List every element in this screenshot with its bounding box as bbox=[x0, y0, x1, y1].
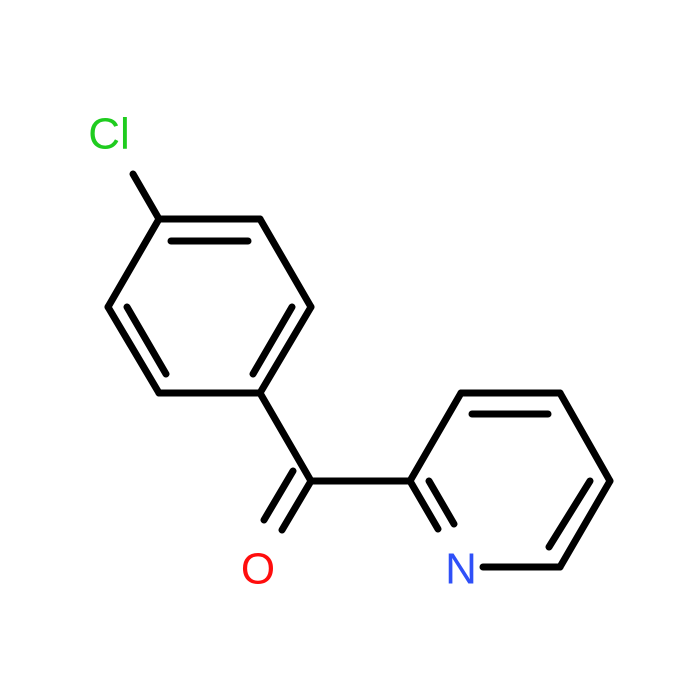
bond-c-cl bbox=[129, 170, 163, 223]
atom-label-oxygen: O bbox=[241, 545, 275, 594]
bond-p3-p4 bbox=[556, 389, 614, 485]
carbonyl-double-bond bbox=[260, 467, 315, 534]
bond-c6-c1 bbox=[104, 215, 163, 311]
chlorophenyl-ring bbox=[104, 215, 315, 397]
bond-ring-carbonyl bbox=[256, 389, 315, 485]
atom-label-nitrogen: N bbox=[445, 545, 477, 594]
atom-label-chlorine: Cl bbox=[88, 110, 130, 159]
bond-c3-c4 bbox=[256, 303, 315, 397]
bond-inner-left bbox=[123, 303, 170, 378]
bond-p4-p5 bbox=[556, 477, 614, 571]
bond-co-inner bbox=[260, 467, 297, 524]
bond-n-p1 bbox=[406, 477, 442, 533]
bond-c5-c6 bbox=[104, 303, 163, 397]
bond-inner-right bbox=[249, 303, 296, 378]
bond-c2-c3 bbox=[256, 215, 315, 311]
pyridine-ring bbox=[406, 389, 614, 571]
bond-pinner-left bbox=[425, 477, 458, 528]
bond-co-outer bbox=[278, 477, 315, 534]
bond-p1-p2 bbox=[406, 389, 465, 485]
bond-pinner-right bbox=[545, 477, 594, 551]
